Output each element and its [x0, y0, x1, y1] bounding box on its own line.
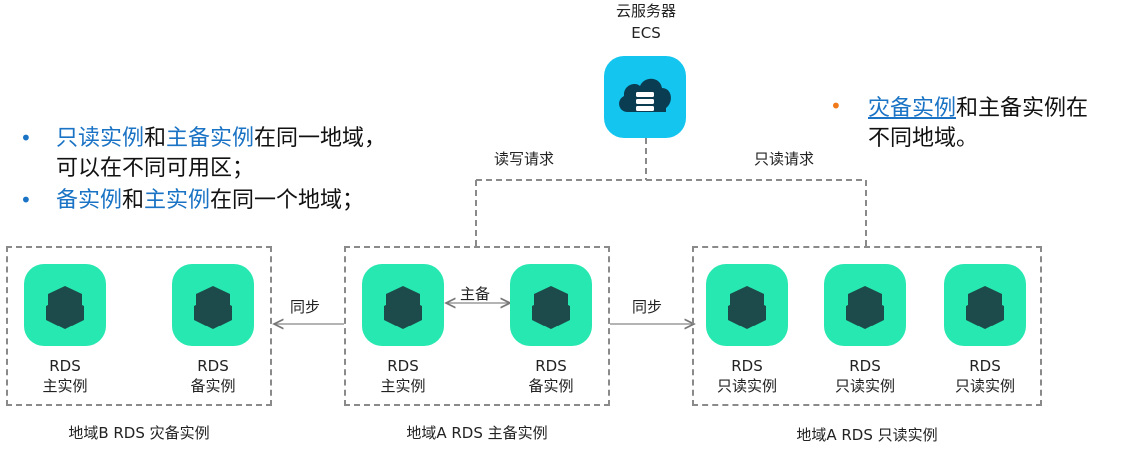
- bullet-left-2: 备实例和主实例在同一个地域；: [56, 188, 365, 213]
- rds-caption-type: RDS: [49, 357, 81, 375]
- group-label-readonly: 地域A RDS 只读实例: [796, 426, 938, 444]
- disaster-recovery-term: 灾备实例: [868, 96, 957, 121]
- ecs-title: 云服务器: [615, 2, 676, 20]
- bullet-dot: •: [830, 94, 842, 118]
- rds-database-icon[interactable]: [362, 264, 444, 346]
- group-label-disaster-recovery: 地域B RDS 灾备实例: [68, 424, 210, 442]
- bullet-right-line1: 灾备实例和主备实例在: [868, 96, 1089, 121]
- group-disaster-recovery-box: [6, 246, 272, 406]
- rds-caption-role: 主实例: [380, 377, 426, 395]
- master-instance-term: 主实例: [144, 188, 211, 213]
- rds-caption-role: 主实例: [42, 377, 88, 395]
- rds-caption-role: 备实例: [190, 377, 236, 395]
- rds-caption-type: RDS: [969, 357, 1001, 375]
- rds-caption-type: RDS: [387, 357, 419, 375]
- master-standby-term: 主备实例: [166, 126, 255, 151]
- ecs-server-icon[interactable]: [604, 56, 686, 138]
- readonly-instance-term: 只读实例: [56, 126, 145, 151]
- rds-caption-type: RDS: [197, 357, 229, 375]
- rds-database-icon[interactable]: [944, 264, 1026, 346]
- ecs-subtitle: ECS: [631, 24, 661, 42]
- rds-database-icon[interactable]: [824, 264, 906, 346]
- rds-caption-type: RDS: [849, 357, 881, 375]
- sync-left-label: 同步: [290, 298, 321, 316]
- bullet-right-line2: 不同地域。: [868, 126, 979, 151]
- bullet-left-1-line1: 只读实例和主备实例在同一地域，: [56, 126, 387, 151]
- group-label-master-standby: 地域A RDS 主备实例: [406, 424, 548, 442]
- bullet-dot: •: [20, 126, 32, 150]
- rds-caption-type: RDS: [731, 357, 763, 375]
- bullet-left-1-line2: 可以在不同可用区；: [56, 156, 255, 181]
- rds-caption-role: 只读实例: [716, 377, 777, 395]
- rds-caption-role: 备实例: [528, 377, 574, 395]
- standby-instance-term: 备实例: [56, 188, 123, 213]
- bullet-dot: •: [20, 188, 32, 212]
- master-standby-label: 主备: [460, 285, 491, 303]
- rds-caption-role: 只读实例: [954, 377, 1015, 395]
- sync-right-label: 同步: [632, 298, 663, 316]
- request-lines: [475, 138, 867, 246]
- rds-database-icon[interactable]: [24, 264, 106, 346]
- rds-caption-type: RDS: [535, 357, 567, 375]
- rds-database-icon[interactable]: [706, 264, 788, 346]
- group-readonly-box: [692, 246, 1042, 406]
- rds-caption-role: 只读实例: [834, 377, 895, 395]
- read-write-request-label: 读写请求: [494, 150, 555, 168]
- read-only-request-label: 只读请求: [754, 150, 815, 168]
- rds-database-icon[interactable]: [510, 264, 592, 346]
- rds-database-icon[interactable]: [172, 264, 254, 346]
- group-master-standby-box: [344, 246, 610, 406]
